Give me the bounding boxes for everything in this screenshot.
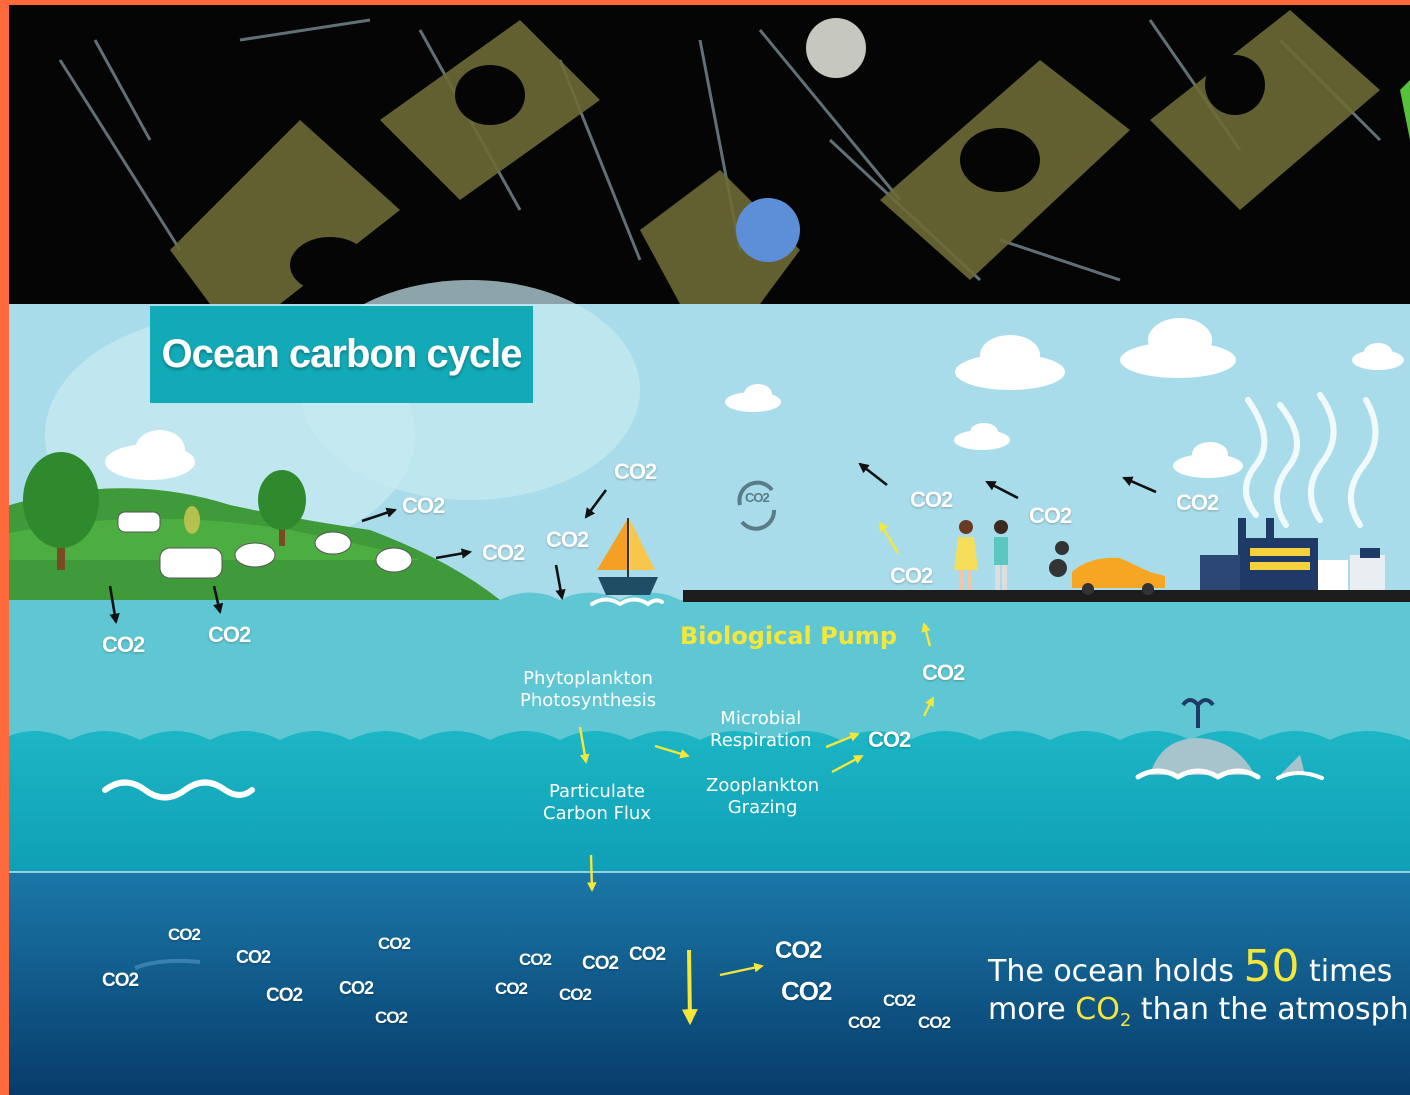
co2-marker: CO2 [339, 978, 374, 998]
co2-marker: CO2 [890, 563, 933, 588]
co2-marker: CO2 [868, 727, 911, 752]
microbial-line1: Microbial [720, 708, 802, 729]
clouds [105, 318, 1404, 480]
zooplankton-line1: Zooplankton [706, 775, 820, 796]
co2-marker: CO2 [378, 934, 411, 953]
co2-marker: CO2 [236, 947, 271, 967]
co2-marker: CO2 [781, 976, 832, 1006]
co2-marker: CO2 [910, 487, 953, 512]
co2-marker: CO2 [883, 991, 916, 1010]
phytoplankton-line1: Phytoplankton [523, 668, 653, 689]
particulate-line1: Particulate [548, 781, 645, 802]
statement-line2: more CO2 than the atmosphere [988, 992, 1410, 1031]
co2-marker: CO2 [546, 527, 589, 552]
zooplankton-line2: Grazing [727, 797, 798, 818]
co2-marker: CO2 [559, 985, 592, 1004]
co2-marker: CO2 [519, 950, 552, 969]
fifty-number: 50 [1243, 941, 1300, 992]
co2-marker: CO2 [1029, 503, 1072, 528]
co2-marker: CO2 [102, 970, 139, 991]
statement-line1: The ocean holds 50 times [988, 941, 1393, 992]
title-box: Ocean carbon cycle [150, 306, 533, 403]
phytoplankton-line2: Photosynthesis [520, 690, 657, 711]
deep-water [0, 872, 1410, 1095]
co2-marker: CO2 [402, 493, 445, 518]
ocean-fact-statement: The ocean holds 50 times more CO2 than t… [988, 941, 1410, 1040]
co2-marker: CO2 [482, 540, 525, 565]
plankton-photo-strip [0, 0, 1410, 304]
co2-marker: CO2 [1176, 490, 1219, 515]
particulate-label: Particulate Carbon Flux [543, 781, 651, 825]
particulate-line2: Carbon Flux [543, 803, 651, 824]
mid-water [0, 731, 1410, 872]
co2-marker: CO2 [918, 1013, 951, 1032]
co2-marker: CO2 [775, 937, 822, 964]
co2-highlight: CO2 [1075, 992, 1132, 1031]
land [0, 452, 500, 600]
co2-marker: CO2 [629, 944, 666, 965]
microbial-line2: Respiration [710, 730, 812, 751]
co2-marker: CO2 [208, 622, 251, 647]
biological-pump-label: Biological Pump [680, 622, 897, 650]
co2-marker: CO2 [745, 490, 770, 505]
co2-marker: CO2 [266, 985, 303, 1006]
co2-marker: CO2 [495, 979, 528, 998]
microbial-label: Microbial Respiration [710, 708, 812, 752]
co2-marker: CO2 [614, 459, 657, 484]
co2-marker: CO2 [922, 660, 965, 685]
shore-road [683, 590, 1410, 602]
sea-surface [0, 600, 1410, 740]
co2-marker: CO2 [375, 1008, 408, 1027]
co2-marker: CO2 [582, 953, 619, 974]
co2-marker: CO2 [102, 632, 145, 657]
page-title: Ocean carbon cycle [161, 332, 523, 376]
zooplankton-label: Zooplankton Grazing [706, 775, 819, 819]
co2-marker: CO2 [168, 925, 201, 944]
co2-marker: CO2 [848, 1013, 881, 1032]
phytoplankton-label: Phytoplankton Photosynthesis [520, 668, 656, 712]
